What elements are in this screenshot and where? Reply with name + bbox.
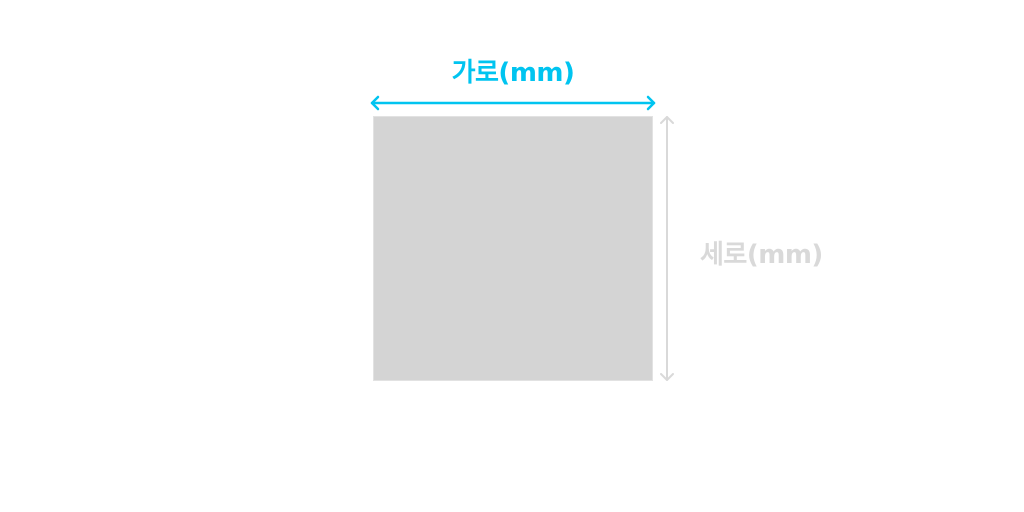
- dimension-box: [373, 116, 653, 381]
- height-arrow: [660, 116, 674, 381]
- width-label: 가로(mm): [451, 58, 575, 88]
- width-arrow: [370, 95, 656, 111]
- height-label: 세로(mm): [700, 240, 823, 270]
